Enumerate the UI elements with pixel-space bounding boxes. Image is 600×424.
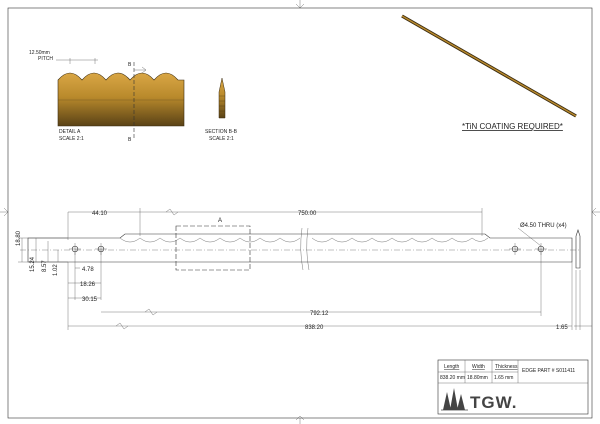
length-label: Length (444, 364, 460, 370)
section-marker-bottom: B (128, 137, 132, 143)
dim-792-12: 792.12 (310, 311, 329, 317)
dim-30-15: 30.15 (82, 297, 98, 303)
thickness-value: 1.65 mm (494, 375, 513, 381)
detail-a-title: DETAIL A (59, 129, 81, 135)
dim-18-26: 18.26 (80, 282, 96, 288)
dimension-lines (18, 208, 592, 330)
detail-a-boundary (175, 225, 251, 271)
detail-marker: A (218, 218, 222, 224)
scallops-left (119, 237, 301, 243)
hole-callout: Ø4.50 THRU (x4) (520, 223, 567, 229)
dim-8-57: 8.57 (42, 260, 48, 272)
detail-a-view: 12.50mm PITCH B B DETAIL A SCALE 2:1 (29, 50, 185, 143)
length-value: 838.20 mm (440, 375, 465, 381)
blade-outline (27, 233, 573, 263)
section-bb-scale: SCALE 2:1 (209, 136, 234, 142)
dim-1-65: 1.65 (556, 325, 568, 331)
title-block: Length Width Thickness 838.20 mm 18.80mm… (437, 359, 589, 415)
tgw-logo-text: TGW. (470, 393, 517, 412)
edge-view (575, 229, 581, 269)
dim-15-24: 15.24 (30, 256, 36, 272)
pitch-value: 12.50mm (29, 50, 50, 56)
thickness-label: Thickness (495, 364, 518, 370)
section-bb-view: SECTION B-B SCALE 2:1 (205, 77, 238, 142)
dim-18-80: 18.80 (16, 230, 22, 246)
section-bb-profile (218, 77, 226, 119)
detail-a-blade (57, 72, 185, 127)
scallops-right (311, 237, 489, 243)
mounting-holes (69, 243, 547, 255)
section-marker-top: B (128, 62, 132, 68)
dim-1-02: 1.02 (53, 264, 59, 276)
dim-838-20: 838.20 (305, 325, 324, 331)
dim-750-00: 750.00 (298, 211, 317, 217)
pitch-label: PITCH (38, 56, 53, 62)
coating-note: *TiN COATING REQUIRED* (462, 122, 563, 131)
section-bb-title: SECTION B-B (205, 129, 238, 135)
detail-a-scale: SCALE 2:1 (59, 136, 84, 142)
width-value: 18.80mm (467, 375, 488, 381)
width-label: Width (472, 364, 485, 370)
dimension-texts: 44.10 750.00 Ø4.50 THRU (x4) 18.80 15.24… (16, 211, 568, 331)
iso-blade-view (401, 14, 577, 118)
part-number: EDGE PART # S011411 (522, 368, 575, 374)
main-blade-view: A (20, 218, 581, 271)
dim-4-78: 4.78 (82, 267, 94, 273)
dim-44-10: 44.10 (92, 211, 108, 217)
tgw-logo-icon (441, 388, 468, 411)
